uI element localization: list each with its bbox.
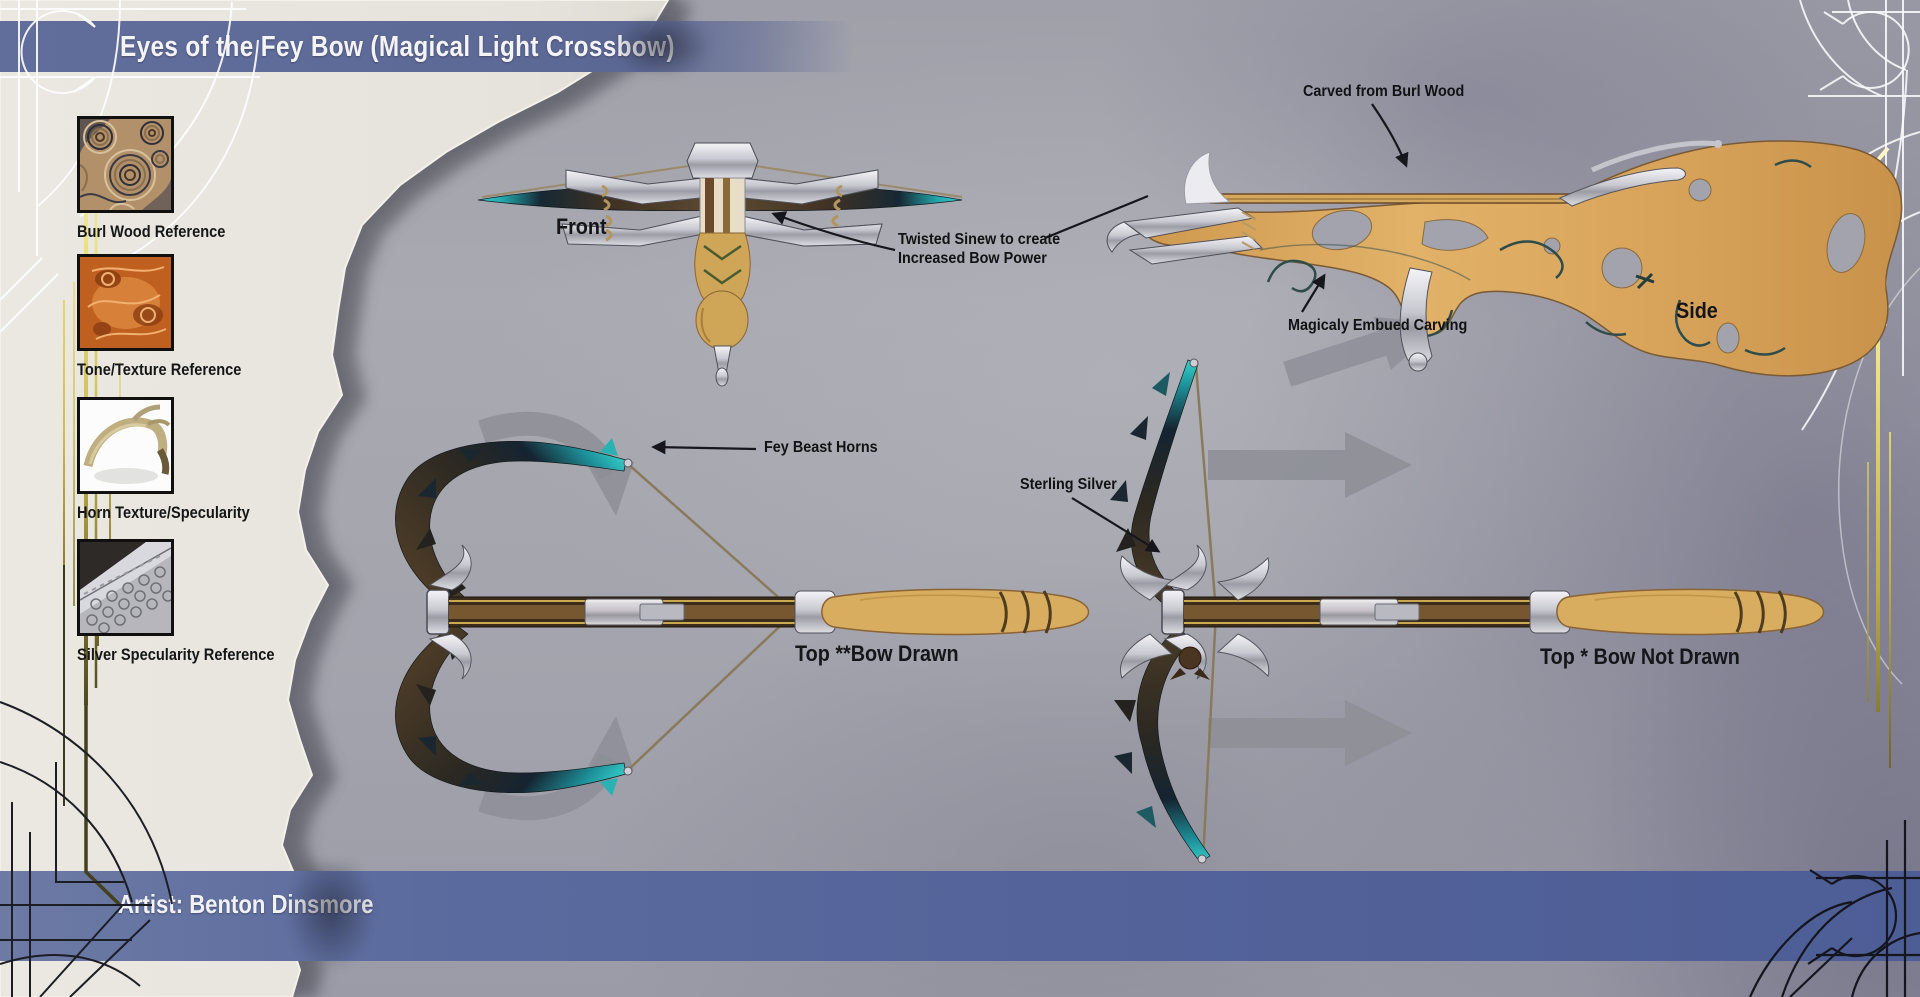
annotation-twisted-sinew: Twisted Sinew to create Increased Bow Po… <box>898 230 1069 268</box>
side-view-label: Side <box>1676 298 1718 323</box>
top-not-drawn-label: Top * Bow Not Drawn <box>1540 644 1740 669</box>
annotation-twisted-sinew-line2: Increased Bow Power <box>898 250 1047 267</box>
tone-texture-thumbnail <box>77 254 174 351</box>
annotation-twisted-sinew-line1: Twisted Sinew to create <box>898 231 1061 248</box>
annotation-fey-horns: Fey Beast Horns <box>764 439 878 456</box>
burl-wood-texture <box>80 119 171 210</box>
burl-wood-thumbnail <box>77 116 174 213</box>
tear-smudge-bottom <box>286 862 376 972</box>
carved-silver-texture <box>80 542 171 633</box>
tear-smudge-top <box>612 14 712 78</box>
reference-label-tone-texture: Tone/Texture Reference <box>77 360 242 379</box>
annotation-sterling-silver: Sterling Silver <box>1020 476 1117 493</box>
title-banner: Eyes of the Fey Bow (Magical Light Cross… <box>0 21 862 72</box>
front-view-label: Front <box>556 214 607 239</box>
silver-thumbnail <box>77 539 174 636</box>
horn-thumbnail <box>77 397 174 494</box>
reference-label-silver: Silver Specularity Reference <box>77 645 275 664</box>
page-title: Eyes of the Fey Bow (Magical Light Cross… <box>120 31 675 63</box>
reference-label-burl-wood: Burl Wood Reference <box>77 222 226 241</box>
annotation-burl-wood: Carved from Burl Wood <box>1303 83 1465 100</box>
annotation-magic-carving: Magicaly Embued Carving <box>1288 317 1468 334</box>
reference-label-horn: Horn Texture/Specularity <box>77 503 250 522</box>
antler-horn-photo <box>80 400 171 491</box>
orange-burl-texture <box>80 257 171 348</box>
top-drawn-label: Top **Bow Drawn <box>795 641 959 666</box>
